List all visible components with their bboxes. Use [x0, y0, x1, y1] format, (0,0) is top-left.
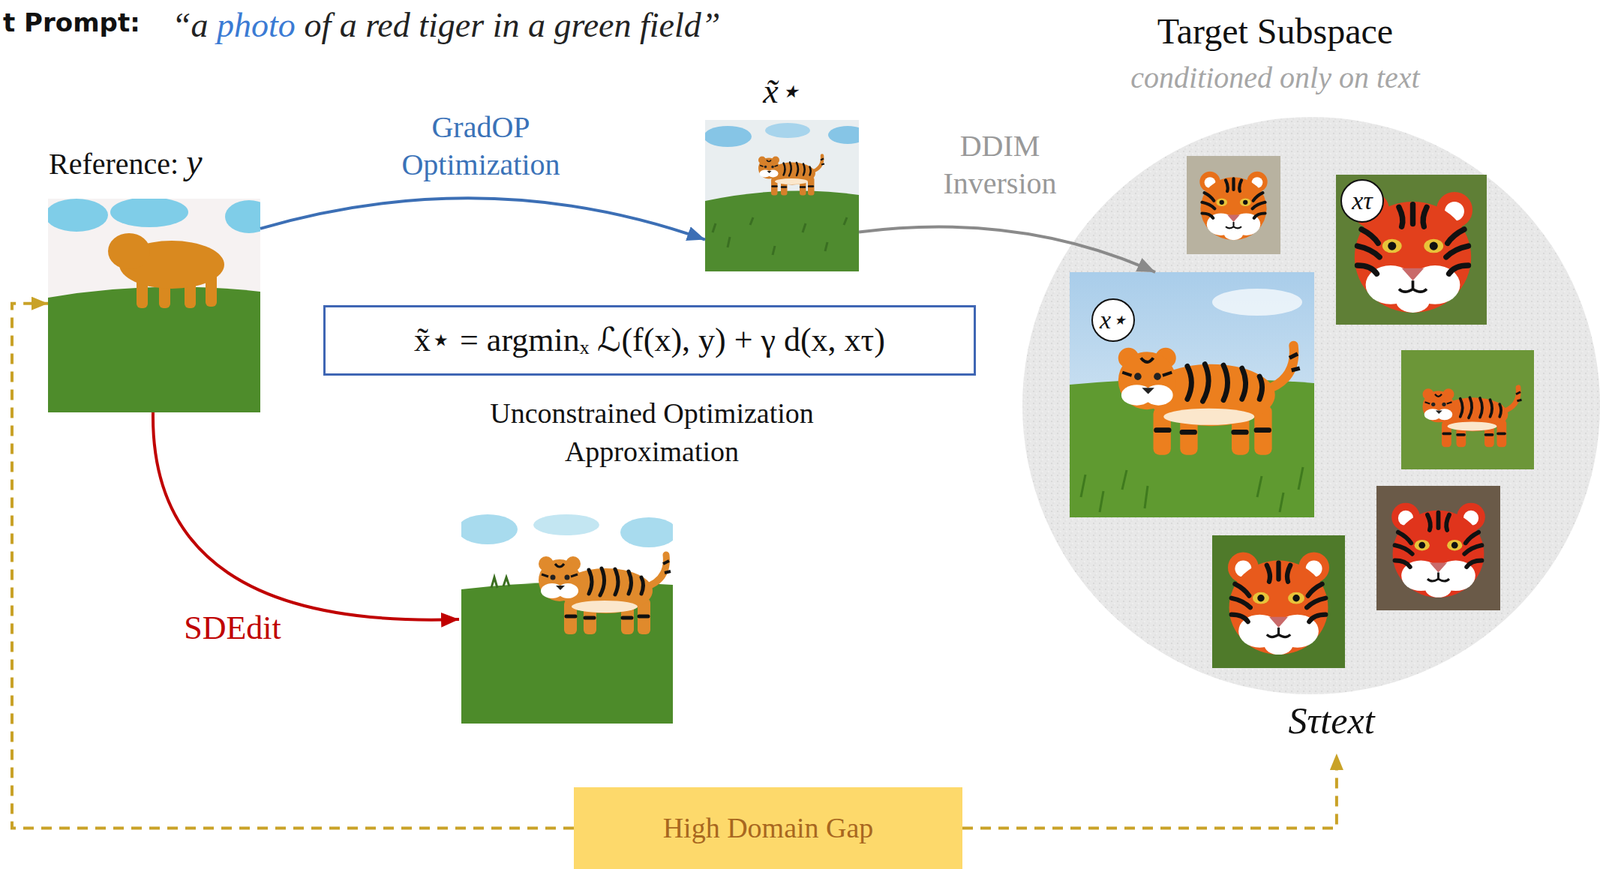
highlighted-word: photo — [216, 6, 296, 45]
sdedit-arrow — [153, 412, 460, 621]
illustration-part — [1391, 503, 1486, 598]
domain-gap-box: High Domain Gap — [573, 787, 963, 869]
math-symbol-slot: x̃⋆ — [762, 70, 800, 112]
reference-image: Reference: y — [48, 198, 261, 413]
subspace-symbol: Sτtext — [1287, 698, 1375, 744]
subspace-subtitle-slot: conditioned only on text — [1130, 60, 1420, 97]
prompt-heading: t Prompt: — [3, 7, 141, 39]
sample-marker: x⋆ — [1099, 305, 1127, 337]
edge-label: GradOP Optimization — [375, 108, 586, 184]
subspace-symbol-slot: Sτtext — [1287, 698, 1375, 744]
illustration-part — [538, 555, 671, 635]
illustration-part — [758, 156, 825, 196]
text-sample: xτ — [1335, 174, 1487, 325]
prompt-text: “a photo of a red tiger in a green field… — [171, 4, 721, 46]
subspace-subtitle: conditioned only on text — [1130, 60, 1420, 97]
prompt-heading-slot: t Prompt: — [3, 7, 141, 39]
illustration-part — [712, 217, 847, 256]
optimal-sample-image — [1069, 272, 1315, 518]
target-subspace: Target Subspaceconditioned only on textS… — [1022, 117, 1600, 754]
illustration-part — [703, 126, 752, 148]
equation: x̃⋆ = argminₓ ℒ(f(x), y) + γ d(x, xτ) — [414, 321, 886, 361]
connector — [962, 753, 1337, 829]
illustration-part — [110, 197, 189, 228]
equation-caption-slot: Unconstrained Optimization Approximation — [419, 394, 885, 472]
sample-marker-slot: x⋆ — [1091, 298, 1135, 343]
prompt-text-slot: “a photo of a red tiger in a green field… — [171, 4, 721, 46]
edge-label: DDIM Inversion — [917, 127, 1083, 203]
illustration-part — [765, 123, 811, 139]
illustration-part — [1118, 345, 1300, 456]
illustration-part — [45, 198, 109, 232]
illustration-part — [1212, 288, 1303, 316]
domain-gap-text: High Domain Gap — [663, 811, 874, 847]
illustration-part — [108, 233, 151, 270]
edge-label-slot: DDIM Inversion — [917, 127, 1083, 203]
illustration-part — [1212, 535, 1345, 669]
method-label-slot: SDEdit — [179, 609, 286, 649]
edge-label-slot: GradOP Optimization — [375, 108, 586, 184]
connector — [858, 227, 1156, 273]
connector — [260, 198, 706, 240]
reference-sketch — [45, 197, 274, 413]
subspace-title-slot: Target Subspace — [1157, 9, 1393, 54]
illustration-part — [491, 577, 510, 589]
illustration-part — [1376, 486, 1501, 611]
image-heading-slot: Reference: y — [48, 140, 203, 184]
optimal-sample: x⋆ — [1069, 272, 1315, 518]
connector — [12, 303, 574, 829]
subspace-disk — [1022, 117, 1600, 695]
illustration-part — [1401, 350, 1534, 470]
equation-caption: Unconstrained Optimization Approximation — [419, 394, 885, 472]
illustration-part — [533, 514, 600, 536]
illustration-part — [48, 287, 261, 413]
method-label: SDEdit — [179, 609, 286, 649]
equation-box: x̃⋆ = argminₓ ℒ(f(x), y) + γ d(x, xτ)Unc… — [323, 305, 976, 376]
gradop-result-image — [703, 120, 868, 272]
optimized-image: x̃⋆ — [705, 120, 859, 272]
sample-marker: xτ — [1351, 186, 1372, 217]
sdedit-result-image — [457, 513, 678, 724]
image-heading: Reference: y — [48, 140, 203, 184]
illustration-part — [1422, 387, 1522, 448]
illustration-part — [1199, 171, 1267, 241]
illustration-part — [1335, 174, 1487, 325]
illustration-part — [1069, 272, 1315, 518]
subspace-title: Target Subspace — [1157, 9, 1393, 54]
illustration-part — [1227, 552, 1330, 655]
math-symbol: x̃⋆ — [762, 70, 800, 112]
illustration-part — [1080, 467, 1303, 513]
illustration-part — [705, 191, 859, 272]
illustration-part — [1186, 156, 1281, 255]
illustration-part — [828, 126, 868, 145]
illustration-part — [457, 514, 518, 545]
highlighted-word: y — [186, 141, 202, 182]
sample-marker-slot: xτ — [1340, 179, 1384, 223]
illustration-part — [620, 517, 678, 548]
